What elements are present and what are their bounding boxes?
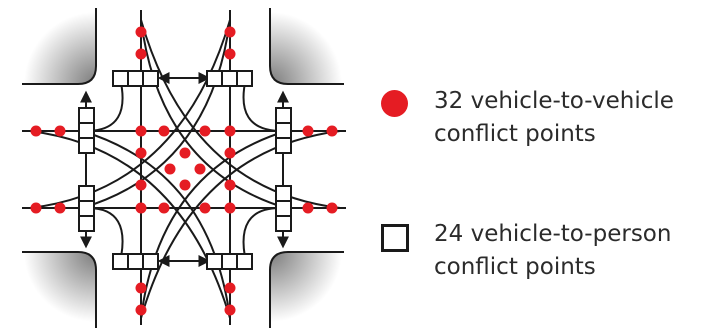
vehicle-conflict-dot (135, 125, 147, 137)
legend-v2v-line2: conflict points (434, 121, 596, 147)
vehicle-conflict-dot (224, 304, 236, 316)
legend-vehicle-to-person: 24 vehicle-to-person conflict points (378, 218, 671, 284)
ped-conflict-box (236, 253, 253, 270)
vehicle-conflict-dot (224, 282, 236, 294)
legend-v2v-line1: 32 vehicle-to-vehicle (434, 88, 674, 114)
crosswalk-arrows (80, 72, 289, 267)
ped-conflict-box (78, 107, 95, 124)
ped-conflict-box (206, 253, 223, 270)
vehicle-conflict-dot (164, 163, 176, 175)
vehicle-conflict-dot (224, 48, 236, 60)
turning-curves (29, 19, 341, 319)
ped-conflict-box (112, 70, 129, 87)
vehicle-conflict-dot (224, 179, 236, 191)
vehicle-to-person-boxes (78, 70, 292, 270)
curb-lines (22, 8, 344, 328)
ped-conflict-box (275, 122, 292, 139)
ped-conflict-box (275, 215, 292, 232)
curb-corner-nw (24, 12, 96, 84)
vehicle-conflict-dot (179, 147, 191, 159)
vehicle-conflict-dot (54, 202, 66, 214)
legend-v2p-line1: 24 vehicle-to-person (434, 221, 672, 247)
legend-v2p-line2: conflict points (434, 254, 596, 280)
legend-vehicle-to-vehicle-text: 32 vehicle-to-vehicle conflict points (434, 85, 674, 151)
ped-conflict-box (78, 185, 95, 202)
curb-corner-ne (270, 12, 342, 84)
ped-conflict-box (127, 253, 144, 270)
vehicle-conflict-dot (135, 304, 147, 316)
red-dot-icon (378, 87, 412, 121)
ped-conflict-box (275, 185, 292, 202)
open-square-swatch (381, 224, 409, 252)
ped-conflict-box (78, 215, 95, 232)
vehicle-conflict-dot (326, 202, 338, 214)
vehicle-conflict-dot (199, 202, 211, 214)
vehicle-conflict-dot (135, 48, 147, 60)
vehicle-conflict-dot (224, 202, 236, 214)
ped-conflict-box (221, 253, 238, 270)
intersection-diagram (22, 8, 346, 328)
ped-conflict-box (112, 253, 129, 270)
vehicle-conflict-dot (326, 125, 338, 137)
vehicle-conflict-dot (224, 147, 236, 159)
vehicle-conflict-dot (135, 26, 147, 38)
ped-conflict-box (142, 70, 159, 87)
ped-conflict-box (78, 122, 95, 139)
ped-conflict-box (127, 70, 144, 87)
vehicle-conflict-dot (54, 125, 66, 137)
vehicle-conflict-dot (135, 179, 147, 191)
vehicle-conflict-dot (194, 163, 206, 175)
ped-conflict-box (221, 70, 238, 87)
legend-vehicle-to-vehicle: 32 vehicle-to-vehicle conflict points (378, 85, 674, 151)
vehicle-conflict-dot (135, 147, 147, 159)
vehicle-conflict-dot (135, 282, 147, 294)
ped-conflict-box (206, 70, 223, 87)
vehicle-conflict-dot (135, 202, 147, 214)
ped-conflict-box (236, 70, 253, 87)
vehicle-conflict-dot (224, 125, 236, 137)
ped-conflict-box (78, 137, 95, 154)
curb-corner-sw (24, 252, 96, 322)
vehicle-conflict-dot (302, 202, 314, 214)
red-dot-swatch (381, 90, 408, 117)
vehicle-conflict-dot (179, 179, 191, 191)
vehicle-conflict-dot (30, 125, 42, 137)
ped-conflict-box (275, 137, 292, 154)
vehicle-conflict-dot (302, 125, 314, 137)
vehicle-conflict-dot (158, 202, 170, 214)
ped-conflict-box (142, 253, 159, 270)
ped-conflict-box (78, 200, 95, 217)
vehicle-conflict-dot (158, 125, 170, 137)
curb-corner-se (270, 252, 342, 322)
vehicle-to-vehicle-dots (30, 26, 338, 316)
legend-vehicle-to-person-text: 24 vehicle-to-person conflict points (434, 218, 671, 284)
vehicle-conflict-dot (30, 202, 42, 214)
curb-corners (24, 12, 342, 322)
ped-conflict-box (275, 200, 292, 217)
vehicle-conflict-dot (224, 26, 236, 38)
ped-conflict-box (275, 107, 292, 124)
open-square-icon (378, 220, 412, 254)
vehicle-conflict-dot (199, 125, 211, 137)
